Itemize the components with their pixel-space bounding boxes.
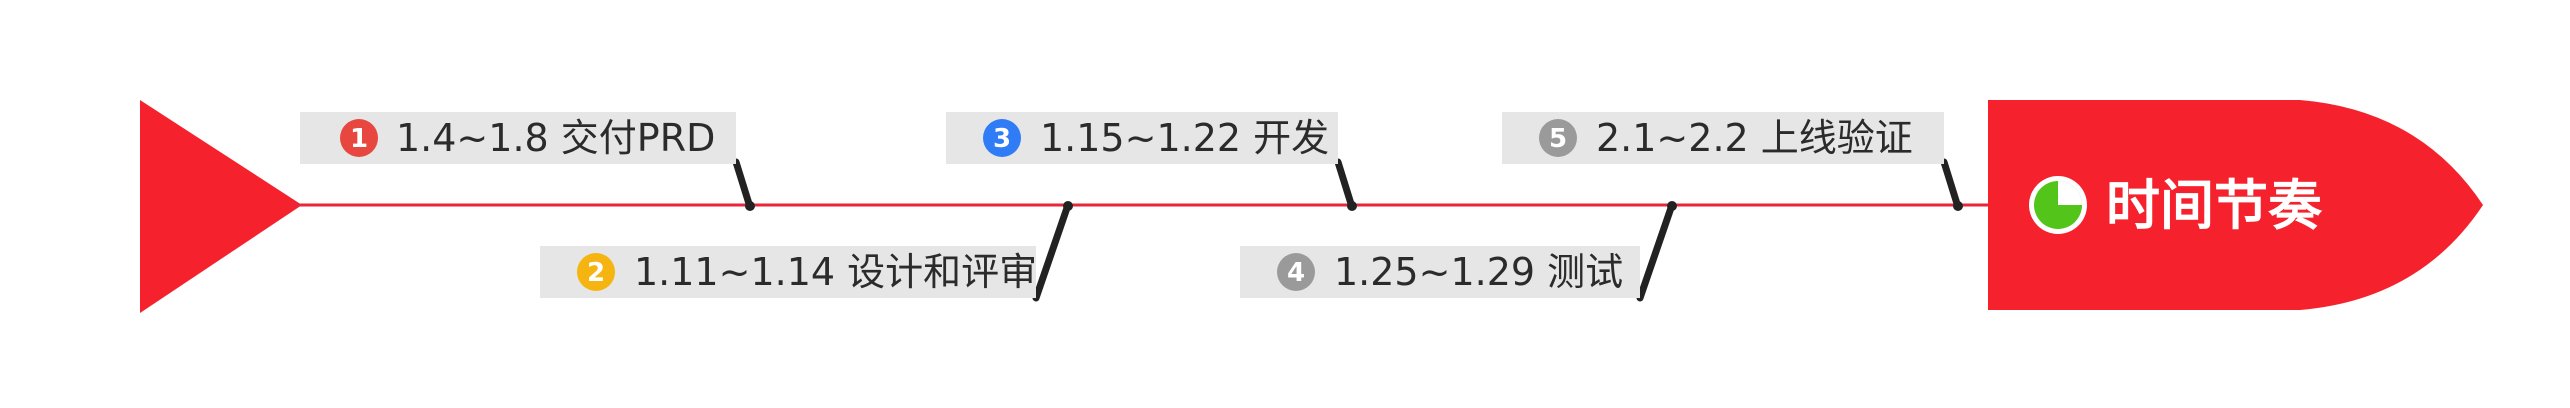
bone-joint-4 (1667, 201, 1677, 211)
milestone-3: 3 1.15~1.22 开发 (946, 112, 1357, 211)
bone-joint-3 (1347, 201, 1357, 211)
bone-5 (1940, 158, 1962, 211)
milestone-3-badge (983, 119, 1021, 157)
milestone-5-number: 5 (1549, 124, 1567, 154)
milestone-3-label: 1.15~1.22 开发 (1040, 116, 1329, 160)
milestone-2-label: 1.11~1.14 设计和评审 (634, 250, 1037, 294)
milestone-2-box (540, 246, 1036, 298)
fish-tail (140, 100, 302, 313)
bone-1 (732, 158, 754, 211)
milestone-1: 1 1.4~1.8 交付PRD (300, 112, 755, 211)
bone-3 (1334, 158, 1356, 211)
bone-joint-1 (745, 201, 755, 211)
milestone-3-number: 3 (993, 124, 1011, 154)
fish-head (1988, 100, 2483, 310)
milestone-2-badge (577, 253, 615, 291)
milestone-4: 4 1.25~1.29 测试 (1240, 201, 1677, 302)
milestone-2: 2 1.11~1.14 设计和评审 (540, 201, 1073, 302)
milestone-4-number: 4 (1287, 258, 1305, 288)
milestone-5-label: 2.1~2.2 上线验证 (1596, 116, 1913, 160)
bone-joint-2 (1063, 201, 1073, 211)
milestone-4-label: 1.25~1.29 测试 (1334, 250, 1623, 294)
milestone-1-label: 1.4~1.8 交付PRD (396, 116, 715, 160)
milestone-1-number: 1 (350, 124, 368, 154)
bone-4 (1636, 201, 1676, 302)
diagram-title: 时间节奏 (2106, 174, 2323, 237)
milestone-2-number: 2 (587, 258, 605, 288)
milestone-1-badge (340, 119, 378, 157)
milestone-4-badge (1277, 253, 1315, 291)
milestone-5: 5 2.1~2.2 上线验证 (1502, 112, 1963, 211)
bone-2 (1032, 201, 1072, 302)
milestone-5-badge (1539, 119, 1577, 157)
clock-icon (2029, 176, 2087, 234)
bone-joint-5 (1953, 201, 1963, 211)
